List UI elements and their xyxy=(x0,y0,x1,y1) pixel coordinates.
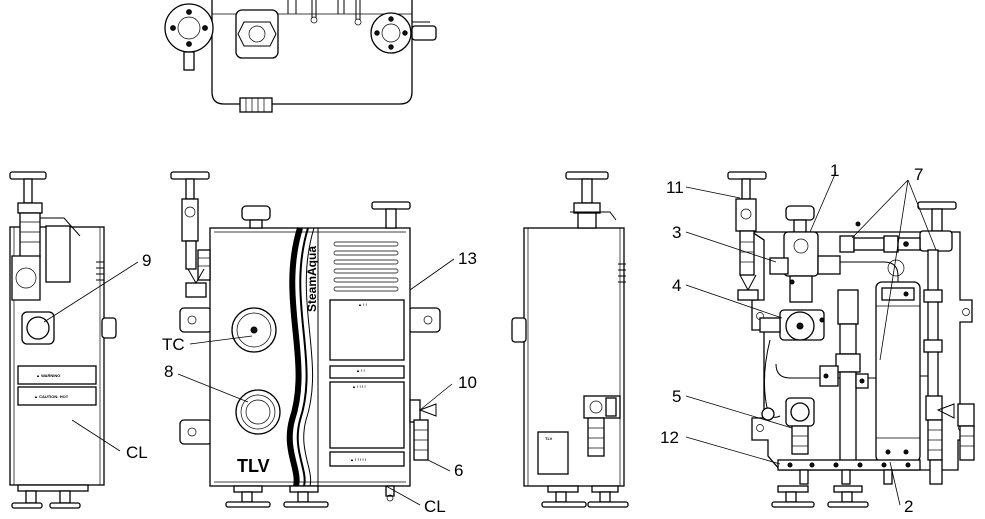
callout-cl-bottom: CL xyxy=(424,497,446,516)
callouts: 9 13 TC 8 10 CL 6 CL 11 1 7 3 4 5 12 2 xyxy=(126,161,923,516)
callout-3: 3 xyxy=(672,223,681,242)
top-flange-right xyxy=(370,12,437,54)
callout-13: 13 xyxy=(458,249,477,268)
front-vent-slots xyxy=(333,241,399,292)
callout-5: 5 xyxy=(672,387,681,406)
vent-slots xyxy=(96,261,104,281)
left-side-view: ▲ WARNING ▲ CAUTION: HOT xyxy=(9,171,117,509)
callout-1: 1 xyxy=(830,161,839,180)
callout-10: 10 xyxy=(458,373,477,392)
callout-2: 2 xyxy=(904,497,913,516)
svg-text:▲ ! !: ▲ ! ! xyxy=(356,368,365,373)
callout-4: 4 xyxy=(672,276,681,295)
callout-12: 12 xyxy=(660,428,679,447)
leader-lines xyxy=(43,171,937,506)
callout-8: 8 xyxy=(164,362,173,381)
svg-text:▲ WARNING: ▲ WARNING xyxy=(36,373,60,378)
right-side-view: TLV xyxy=(511,171,629,508)
top-valve xyxy=(235,9,279,59)
maker-logo: TLV xyxy=(237,456,270,476)
top-flange-left xyxy=(164,3,214,71)
callout-7: 7 xyxy=(914,165,923,184)
callout-cl-left: CL xyxy=(126,443,148,462)
callout-11: 11 xyxy=(666,178,684,197)
svg-text:▲ ! ! ! !: ▲ ! ! ! ! xyxy=(352,384,366,389)
front-view: ▲ ! ! ▲ ! ! ▲ ! ! ! ! ▲ ! ! ! ! ! SteamA… xyxy=(170,171,441,508)
top-fittings xyxy=(287,0,362,26)
callout-6: 6 xyxy=(454,461,463,480)
top-view xyxy=(164,0,437,113)
callout-tc: TC xyxy=(162,335,185,354)
product-logo: SteamAqua xyxy=(305,246,319,312)
internal-view xyxy=(727,171,975,508)
svg-text:▲ ! !: ▲ ! ! xyxy=(358,302,367,307)
right-vent-slots xyxy=(618,263,626,283)
side-label-maker: TLV xyxy=(545,436,553,441)
svg-text:▲ ! ! ! ! !: ▲ ! ! ! ! ! xyxy=(350,457,366,462)
callout-9: 9 xyxy=(142,251,151,270)
svg-text:▲ CAUTION: HOT: ▲ CAUTION: HOT xyxy=(34,394,69,399)
